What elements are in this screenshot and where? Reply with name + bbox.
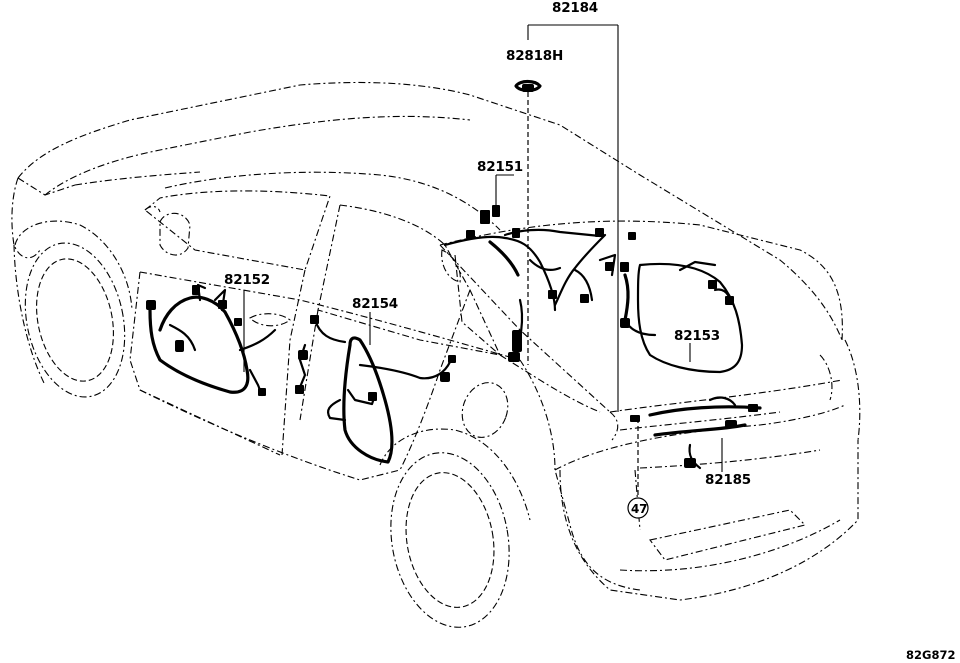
drawing-code: 82G872 xyxy=(906,648,955,662)
callout-82185: 82185 xyxy=(705,472,751,488)
leader-lines xyxy=(243,24,723,498)
harness-82153 xyxy=(620,232,744,374)
callout-82154: 82154 xyxy=(352,296,398,312)
callout-82184: 82184 xyxy=(552,0,598,16)
car-body-outline xyxy=(11,81,861,628)
reference-circle: 47 xyxy=(627,497,649,519)
callout-82153: 82153 xyxy=(674,328,720,344)
clip-82818H xyxy=(514,79,542,93)
harness-82154 xyxy=(295,315,456,464)
harness-82185 xyxy=(630,396,762,470)
callout-labels: 82184 82818H 82151 82152 82154 82153 821… xyxy=(224,0,751,488)
callout-82152: 82152 xyxy=(224,272,270,288)
callout-82818H: 82818H xyxy=(506,48,563,64)
reference-circle-number: 47 xyxy=(631,502,647,516)
callout-82151: 82151 xyxy=(477,159,523,175)
harness-82152 xyxy=(146,283,277,397)
harness-82151 xyxy=(443,205,617,362)
